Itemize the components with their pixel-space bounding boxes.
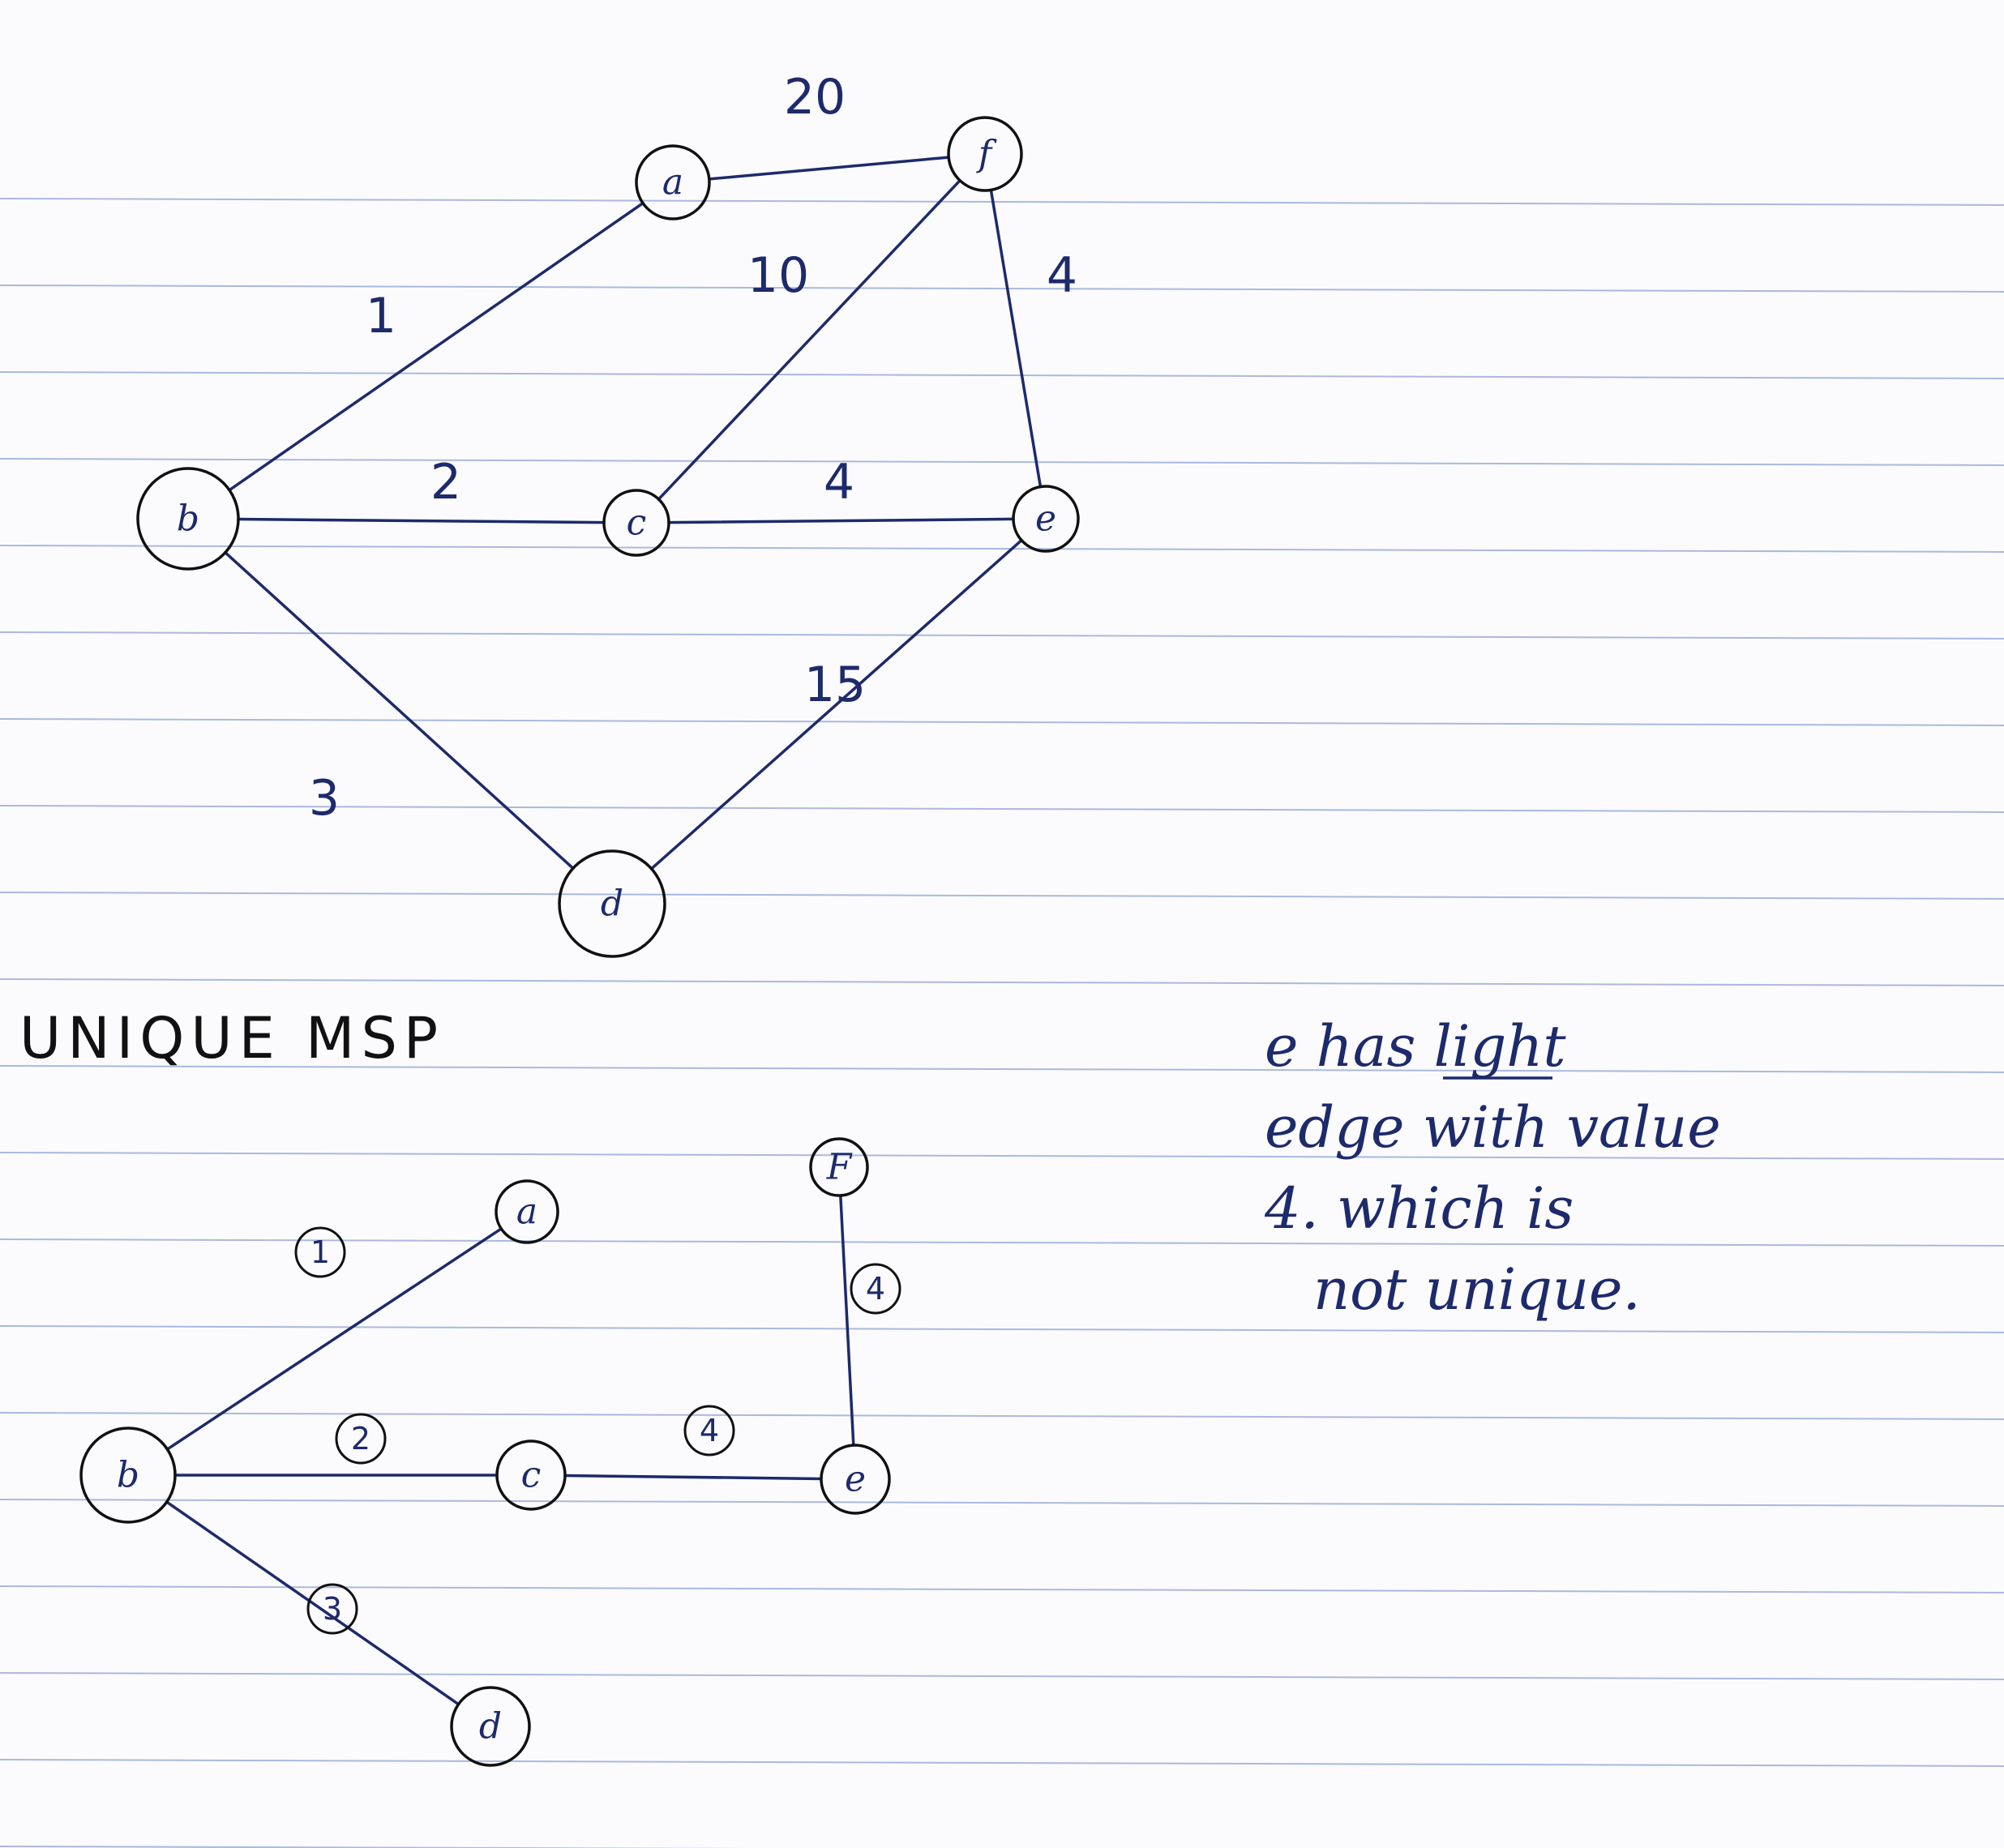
top-edge-c-f: [657, 178, 961, 501]
mst-node-e-label: e: [845, 1459, 866, 1500]
top-edge-c-e: [667, 517, 1015, 524]
note-line-4: not unique.: [1313, 1256, 1641, 1323]
note-line-2: edge with value: [1265, 1094, 1721, 1161]
mst-weight-F-e: 4: [866, 1271, 885, 1307]
top-weight-f-e: 4: [1047, 247, 1077, 304]
top-weight-a-f: 20: [784, 69, 846, 126]
top-node-a-circle: [635, 144, 711, 220]
heading-unique-msp: UNIQUE MSP: [19, 1005, 444, 1072]
top-node-a-label: a: [662, 162, 683, 203]
top-node-e-label: e: [1035, 498, 1056, 540]
mst-node-e-circle: [820, 1444, 891, 1515]
ruled-line: [0, 1325, 2004, 1333]
mst-edge-b-a: [165, 1227, 503, 1451]
top-weight-b-a: 1: [366, 288, 396, 344]
mst-weight-circle-b-d: [306, 1583, 358, 1635]
mst-node-c-circle: [495, 1439, 567, 1511]
ruled-line: [0, 1499, 2004, 1507]
ruled-line: [0, 718, 2004, 726]
top-weight-b-c: 2: [430, 454, 461, 511]
mst-weight-circle-b-a: [294, 1226, 346, 1278]
ruled-line: [0, 805, 2004, 813]
top-edge-b-d: [224, 550, 575, 871]
ruled-line: [0, 1759, 2004, 1767]
ruled-line: [0, 458, 2004, 466]
mst-edge-F-e: [839, 1194, 855, 1447]
mst-weight-b-d: 3: [323, 1591, 342, 1627]
ruled-line: [0, 978, 2004, 986]
input-graph: 20 1 10 4 2 4 3 15 a f b c e d: [136, 69, 1080, 958]
ruled-line: [0, 1412, 2004, 1420]
mst-graph: 1 4 2 4 3 a Fb c e d: [79, 1137, 901, 1767]
top-weight-e-d: 15: [804, 657, 866, 713]
top-weight-b-d: 3: [309, 770, 340, 827]
mst-node-d-circle: [450, 1686, 531, 1767]
note-line-3: 4. which is: [1264, 1175, 1574, 1242]
top-edge-b-a: [228, 201, 644, 492]
top-node-d-label: d: [601, 883, 623, 925]
top-edge-a-f: [708, 156, 950, 181]
top-node-c-label: c: [627, 503, 647, 544]
ruled-line: [0, 371, 2004, 379]
mst-weight-b-c: 2: [351, 1421, 370, 1457]
ruled-line: [0, 631, 2004, 640]
mst-edge-b-d: [165, 1500, 460, 1706]
top-node-f-label: f: [976, 134, 997, 175]
mst-edge-c-e: [563, 1474, 823, 1481]
note-line-1: e has light: [1265, 1013, 1566, 1080]
top-node-b-label: b: [177, 498, 199, 540]
top-edge-b-c: [237, 517, 606, 524]
ruled-line: [0, 1672, 2004, 1680]
mst-weight-circle-c-e: [683, 1405, 735, 1457]
mst-node-c-label: c: [521, 1455, 542, 1496]
top-edge-e-d: [649, 538, 1023, 871]
mst-node-d-label: d: [479, 1706, 502, 1747]
mst-weight-circle-F-e: [850, 1263, 901, 1315]
ruled-line: [0, 198, 2004, 206]
ruled-line: [0, 1065, 2004, 1073]
mst-node-b-circle: [79, 1427, 177, 1524]
mst-weight-b-a: 1: [310, 1234, 330, 1270]
ruled-line: [0, 1585, 2004, 1593]
ruled-line: [0, 1238, 2004, 1247]
ruled-line: [0, 892, 2004, 900]
mst-weight-c-e: 4: [700, 1413, 719, 1448]
top-node-b-circle: [136, 467, 240, 571]
mst-weight-circle-b-c: [335, 1413, 387, 1465]
top-weight-c-e: 4: [824, 454, 854, 511]
ruled-line: [0, 545, 2004, 553]
handwritten-note: e has light edge with value 4. which is …: [1264, 1013, 1721, 1323]
top-edge-f-e: [989, 188, 1043, 489]
top-node-f-circle: [947, 116, 1023, 192]
mst-node-F-circle: [809, 1137, 869, 1197]
mst-node-a-label: a: [516, 1191, 537, 1233]
top-weight-c-f: 10: [747, 247, 809, 304]
top-node-d-circle: [558, 849, 666, 958]
mst-node-b-label: b: [117, 1455, 139, 1496]
top-node-c-circle: [602, 489, 670, 557]
top-node-e-circle: [1012, 485, 1080, 553]
ruled-line: [0, 1152, 2004, 1160]
mst-node-a-circle: [495, 1179, 559, 1244]
ruled-line: [0, 1846, 752, 1848]
ruled-line: [0, 284, 2004, 293]
ruled-lines: [0, 198, 2004, 1848]
mst-node-F-label: F: [826, 1147, 853, 1188]
